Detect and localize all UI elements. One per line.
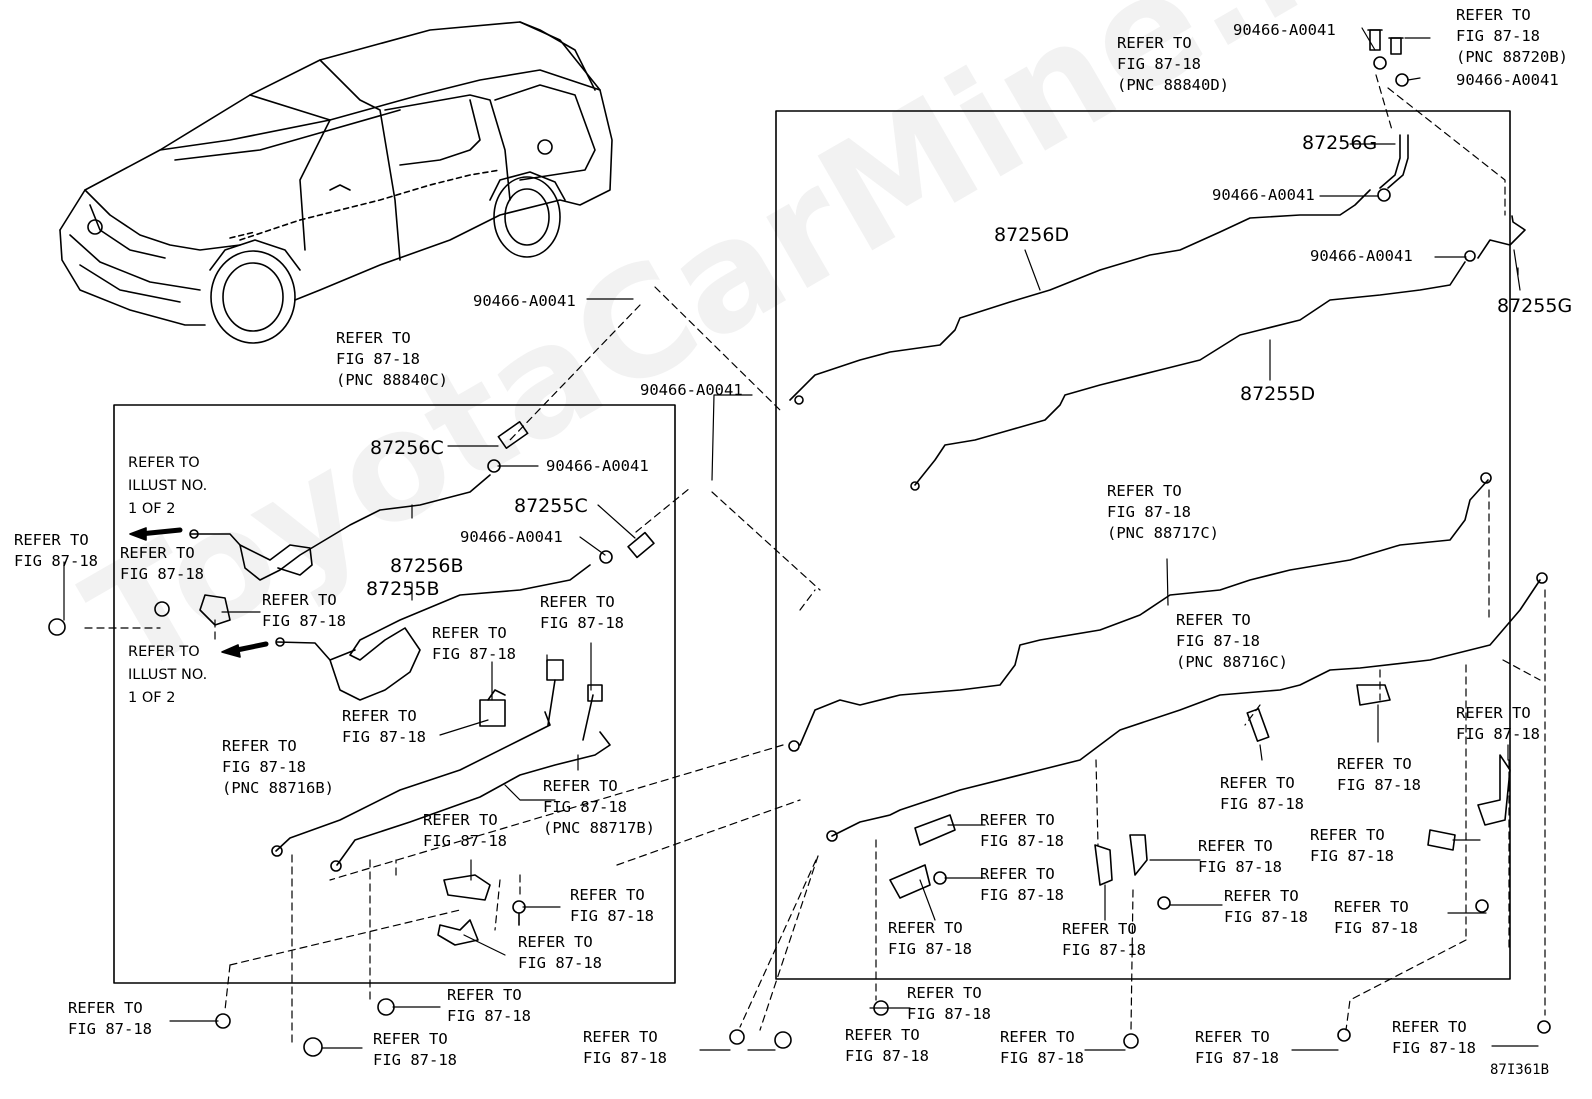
clip-label: 90466-A0041 [640,381,743,399]
tube-mid-right [799,479,1541,837]
part-87256c: 87256C [370,437,444,459]
refer-fig: REFER TO FIG 87-18 [583,1028,667,1067]
tube-87255b [276,564,591,701]
clip-label: 90466-A0041 [1212,186,1315,204]
refer-fig: REFER TO FIG 87-18 [68,999,152,1038]
part-87255g: 87255G [1497,295,1573,317]
part-87256d: 87256D [994,224,1070,246]
dashed-connectors [84,74,1546,1046]
refer-illust-lower: REFER TO ILLUST NO. 1 OF 2 [128,644,208,706]
refer-88717b: REFER TO FIG 87-18 (PNC 88717B) [543,777,655,837]
refer-fig: REFER TO FIG 87-18 [120,544,204,583]
refer-fig: REFER TO FIG 87-18 [570,886,654,925]
refer-fig: REFER TO FIG 87-18 [540,593,624,632]
refer-fig: REFER TO FIG 87-18 [980,865,1064,904]
refer-88716c: REFER TO FIG 87-18 (PNC 88716C) [1176,611,1288,671]
left-detail-box [113,404,676,984]
tube-87256g [1379,134,1409,189]
clip-label: 90466-A0041 [460,528,563,546]
tube-87256b [190,474,491,581]
refer-88717c: REFER TO FIG 87-18 (PNC 88717C) [1107,482,1219,542]
part-87255d: 87255D [1240,383,1316,405]
refer-88716b: REFER TO FIG 87-18 (PNC 88716B) [222,737,334,797]
clip-label: 90466-A0041 [1233,21,1336,39]
clip-label: 90466-A0041 [1310,247,1413,265]
clip-parts-left [48,421,655,1057]
refer-fig: REFER TO FIG 87-18 [1224,887,1308,926]
part-87256b: 87256B [390,555,464,577]
tube-87255g [1477,215,1526,259]
refer-fig: REFER TO FIG 87-18 [262,591,346,630]
tube-87256d [789,189,1371,401]
tube-lower-left [275,679,611,866]
clip-label: 90466-A0041 [473,292,576,310]
refer-fig: REFER TO FIG 87-18 [432,624,516,663]
refer-fig: REFER TO FIG 87-18 [423,811,507,850]
refer-fig: REFER TO FIG 87-18 [447,986,531,1025]
refer-fig: REFER TO FIG 87-18 [1392,1018,1476,1057]
leader-lines [63,27,1539,1051]
refer-fig: REFER TO FIG 87-18 [1334,898,1418,937]
refer-fig: REFER TO FIG 87-18 [907,984,991,1023]
refer-fig: REFER TO FIG 87-18 [1062,920,1146,959]
refer-fig: REFER TO FIG 87-18 [1195,1028,1279,1067]
refer-fig: REFER TO FIG 87-18 [342,707,426,746]
refer-fig: REFER TO FIG 87-18 [888,919,972,958]
clip-parts-right [729,29,1551,1049]
refer-fig: REFER TO FIG 87-18 [518,933,602,972]
clip-label: 90466-A0041 [1456,71,1559,89]
refer-fig: REFER TO FIG 87-18 [1000,1028,1084,1067]
tube-87255d [914,261,1466,486]
part-87255c: 87255C [514,495,588,517]
refer-fig: REFER TO FIG 87-18 [14,531,98,570]
refer-fig: REFER TO FIG 87-18 [1220,774,1304,813]
refer-88840d: REFER TO FIG 87-18 (PNC 88840D) [1117,34,1229,94]
part-87255b: 87255B [366,578,440,600]
refer-illust-upper: REFER TO ILLUST NO. 1 OF 2 [128,455,208,517]
figure-id: 87I361B [1490,1062,1550,1078]
refer-88720b: REFER TO FIG 87-18 (PNC 88720B) [1456,6,1568,66]
refer-88840c: REFER TO FIG 87-18 (PNC 88840C) [336,329,448,389]
refer-fig: REFER TO FIG 87-18 [373,1030,457,1069]
refer-fig: REFER TO FIG 87-18 [1198,837,1282,876]
right-detail-box [775,110,1511,980]
refer-fig: REFER TO FIG 87-18 [845,1026,929,1065]
clip-label: 90466-A0041 [546,457,649,475]
refer-fig: REFER TO FIG 87-18 [1456,704,1540,743]
vehicle-illustration [59,21,613,344]
part-87256g: 87256G [1302,132,1378,154]
refer-fig: REFER TO FIG 87-18 [980,811,1064,850]
refer-fig: REFER TO FIG 87-18 [1337,755,1421,794]
refer-fig: REFER TO FIG 87-18 [1310,826,1394,865]
